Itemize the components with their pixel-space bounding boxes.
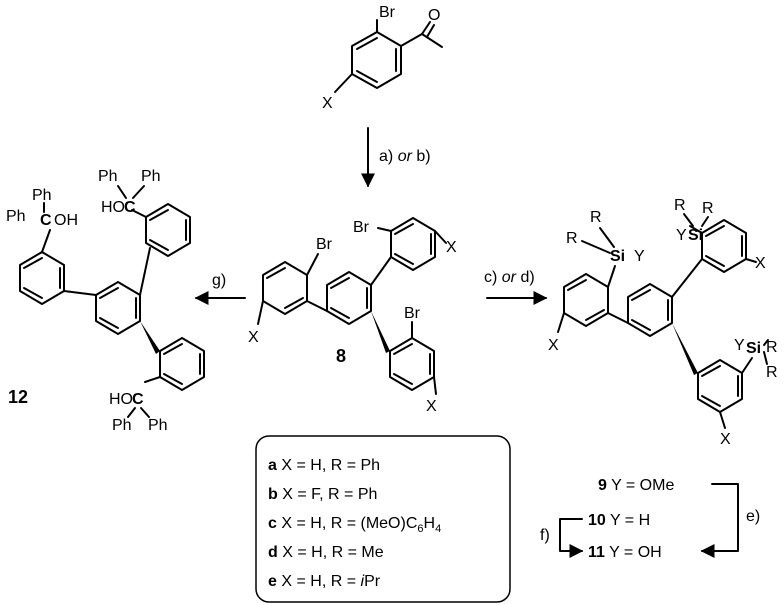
starting-material: Br O X [322, 4, 443, 112]
compound-12-number: 12 [8, 387, 28, 407]
si-label-3: Si [746, 340, 761, 357]
c12-carbinol-c-1: C [40, 212, 52, 229]
product-10: 10 Y = H [588, 512, 650, 529]
compound-12: C OH Ph Ph HO C Ph Ph HO C Ph Ph 12 [6, 168, 205, 434]
substituent-row-b: b X = F, R = Ph [268, 486, 377, 503]
c12-ph-1a: Ph [32, 187, 52, 204]
c12-ho-3: HO [109, 391, 133, 408]
start-x-label: X [322, 95, 333, 112]
c8-x-left: X [248, 329, 259, 346]
substituent-row-d: d X = H, R = Me [268, 544, 384, 561]
substituent-row-e: e X = H, R = iPr [268, 573, 381, 590]
substituent-box: a X = H, R = Ph b X = F, R = Ph c X = H,… [255, 435, 511, 603]
substituent-row-a: a X = H, R = Ph [268, 457, 380, 474]
y-label-2: Y [676, 227, 687, 244]
si-label-1: Si [610, 248, 625, 265]
reagent-ab: a) or b) [379, 148, 431, 165]
reagent-cd: c) or d) [484, 269, 535, 286]
reagent-g: g) [212, 272, 226, 289]
y-label-3: Y [734, 337, 745, 354]
product-11: 11 Y = OH [588, 544, 662, 561]
si-label-2: Si [688, 227, 703, 244]
silane-x-top: X [755, 255, 766, 272]
c8-x-top: X [446, 239, 457, 256]
c12-ph-1b: Ph [6, 208, 26, 225]
arrow-f [559, 518, 584, 558]
c8-x-bottom: X [426, 398, 437, 415]
start-carbonyl-o-label: O [428, 7, 440, 24]
c12-oh-1: OH [54, 212, 78, 229]
c12-ho-2: HO [101, 199, 125, 216]
product-9: 9 Y = OMe [598, 477, 674, 494]
c12-ph-3a: Ph [112, 417, 132, 434]
compound-8-number: 8 [336, 346, 346, 366]
c12-ph-2a: Ph [98, 168, 118, 185]
r-label-3a: R [766, 339, 778, 356]
product-list: 9 Y = OMe 10 Y = H 11 Y = OH e) f) [540, 477, 760, 561]
silane-products: Si Y R R Y Si R R Y Si R R X X X [548, 197, 778, 448]
start-br-label: Br [379, 4, 396, 21]
c12-carbinol-c-2: C [124, 199, 136, 216]
silane-x-bottom: X [720, 431, 731, 448]
c8-br-bottom: Br [404, 305, 421, 322]
r-label-3b: R [766, 364, 778, 381]
r-label-1b: R [566, 230, 578, 247]
c12-ph-3b: Ph [148, 417, 168, 434]
c8-br-left: Br [316, 236, 333, 253]
c12-ph-2b: Ph [141, 168, 161, 185]
y-label-1: Y [634, 248, 645, 265]
arrow-e [700, 483, 739, 558]
r-label-2a: R [674, 197, 686, 214]
reagent-e: e) [746, 508, 760, 525]
silane-x-left: X [548, 337, 559, 354]
reagent-f: f) [540, 527, 550, 544]
r-label-1a: R [590, 209, 602, 226]
r-label-2b: R [702, 200, 714, 217]
substituent-row-c: c X = H, R = (MeO)C6H4 [268, 515, 441, 535]
c12-carbinol-c-3: C [132, 391, 144, 408]
c8-br-top: Br [353, 219, 370, 236]
compound-8: Br X Br X Br X 8 [248, 217, 457, 415]
